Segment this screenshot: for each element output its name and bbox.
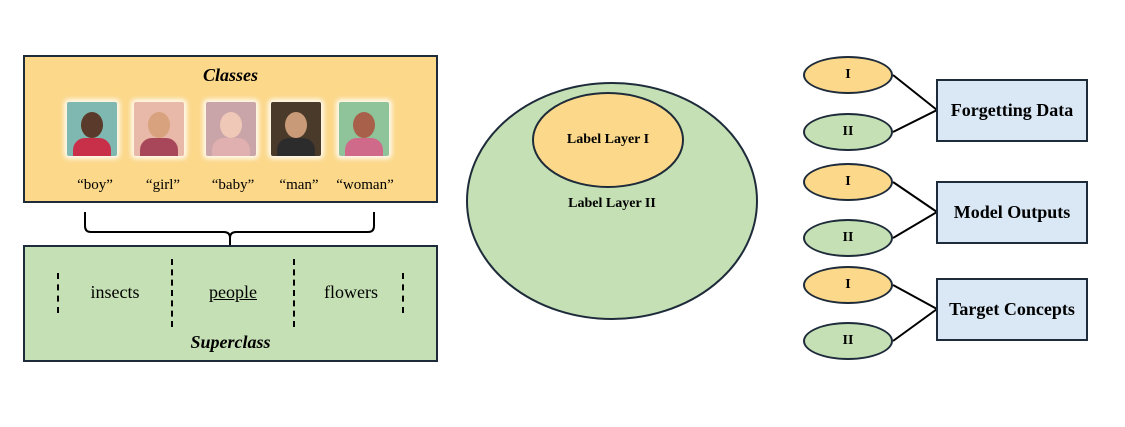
- girl-image: [134, 102, 184, 156]
- oval-forgetting-data-i: I: [803, 56, 893, 94]
- baby-image: [206, 102, 256, 156]
- oval-target-concepts-ii: II: [803, 322, 893, 360]
- target-concepts-box: Target Concepts: [936, 278, 1088, 341]
- class-label-woman: “woman”: [336, 177, 394, 193]
- boy-image: [67, 102, 117, 156]
- class-label-boy: “boy”: [77, 177, 113, 193]
- divider: [402, 273, 404, 313]
- label-layer-ii: Label Layer II: [568, 196, 656, 211]
- classes-title: Classes: [202, 65, 258, 85]
- divider: [57, 273, 59, 313]
- class-label-baby: “baby”: [211, 177, 255, 193]
- woman-image: [339, 102, 389, 156]
- superclass-word-insects: insects: [90, 282, 140, 302]
- classes-box: Classes “boy” “girl” “baby” “man” “woman…: [23, 55, 438, 203]
- oval-model-outputs-ii: II: [803, 219, 893, 257]
- curly-brace: [84, 212, 375, 246]
- class-label-girl: “girl”: [145, 177, 181, 193]
- superclass-box: insects people flowers Superclass: [23, 245, 438, 362]
- oval-forgetting-data-ii: II: [803, 113, 893, 151]
- superclass-title: Superclass: [190, 332, 271, 352]
- connector-lines: [892, 74, 939, 342]
- label-layer-i: Label Layer I: [566, 132, 650, 147]
- man-image: [271, 102, 321, 156]
- superclass-word-flowers: flowers: [324, 282, 378, 302]
- model-outputs-box: Model Outputs: [936, 181, 1088, 244]
- forgetting-data-box: Forgetting Data: [936, 79, 1088, 142]
- label-layer-i-ellipse: [532, 92, 684, 188]
- divider: [171, 259, 173, 327]
- superclass-word-people: people: [209, 282, 257, 302]
- class-label-man: “man”: [279, 177, 319, 193]
- divider: [293, 259, 295, 327]
- oval-model-outputs-i: I: [803, 163, 893, 201]
- oval-target-concepts-i: I: [803, 266, 893, 304]
